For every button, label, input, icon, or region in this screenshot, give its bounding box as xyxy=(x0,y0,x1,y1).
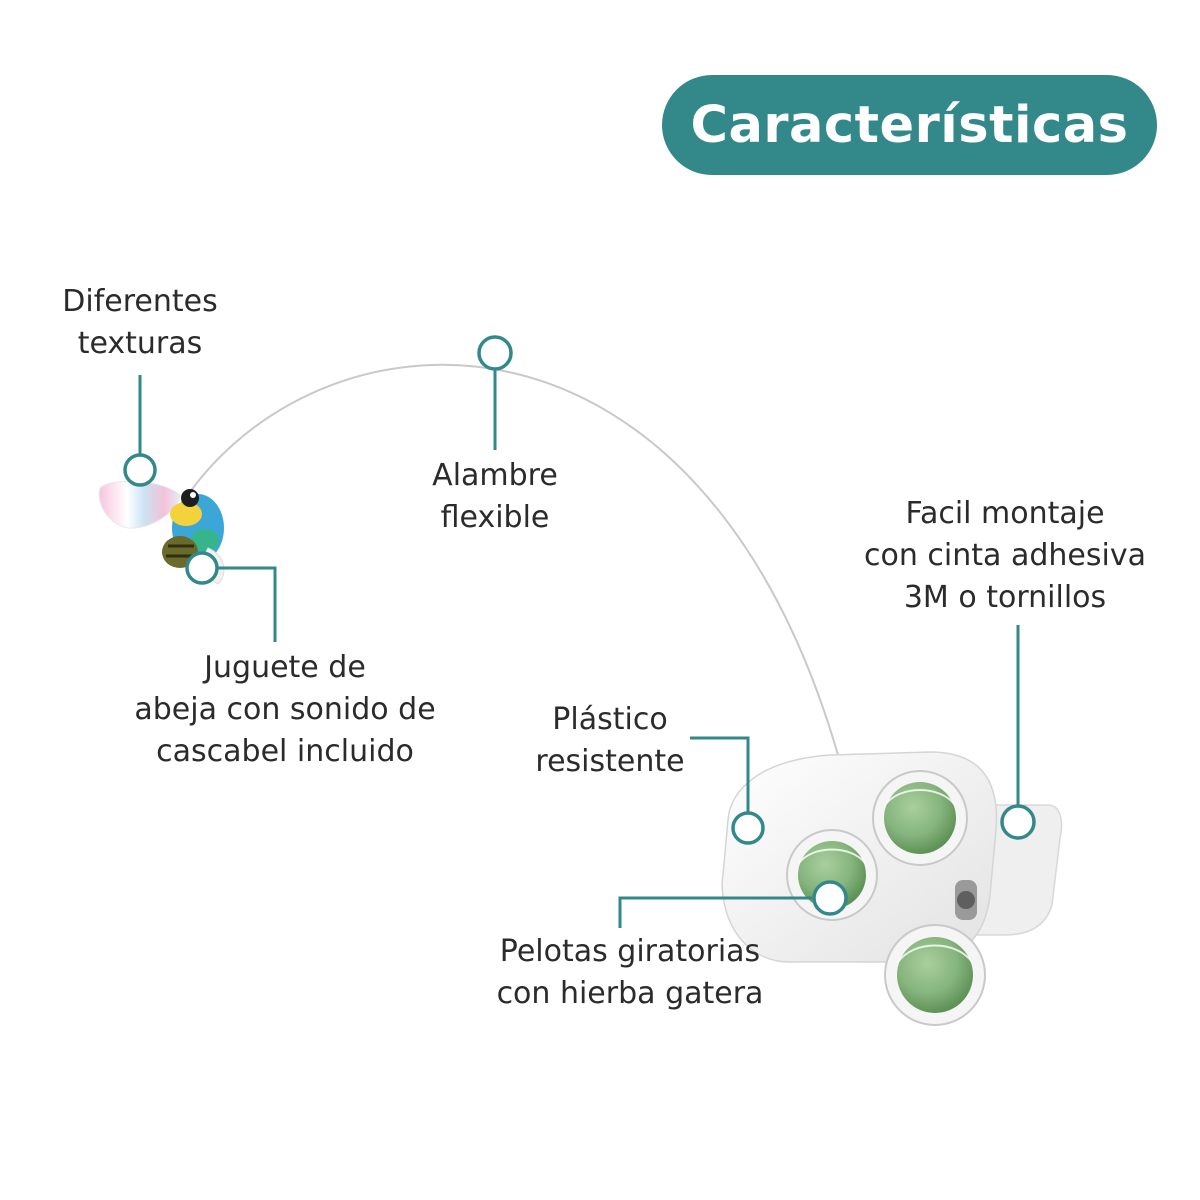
callout-line-bee-toy xyxy=(218,566,277,642)
catnip-ball-icon xyxy=(872,770,968,866)
feature-bee-toy: Juguete de abeja con sonido de cascabel … xyxy=(134,650,436,769)
callout-marker-wire xyxy=(477,335,513,371)
feature-plastic: Plástico resistente xyxy=(535,702,685,779)
title-badge: Características xyxy=(662,75,1157,175)
callout-marker-plastic xyxy=(731,811,765,845)
page-title: Características xyxy=(690,95,1129,155)
callout-marker-mounting xyxy=(1000,804,1036,840)
wire-arc xyxy=(189,363,839,756)
catnip-ball-icon xyxy=(884,924,986,1026)
feature-textures: Diferentes texturas xyxy=(62,284,218,361)
callout-line-balls xyxy=(618,896,812,928)
callout-marker-textures xyxy=(123,453,157,487)
callout-marker-bee-toy xyxy=(185,551,219,585)
callout-line-plastic xyxy=(690,736,750,812)
feature-mounting: Facil montaje con cinta adhesiva 3M o to… xyxy=(864,496,1146,615)
feature-wire: Alambre flexible xyxy=(432,458,558,535)
callout-marker-balls xyxy=(812,880,848,916)
feature-balls: Pelotas giratorias con hierba gatera xyxy=(496,934,764,1011)
